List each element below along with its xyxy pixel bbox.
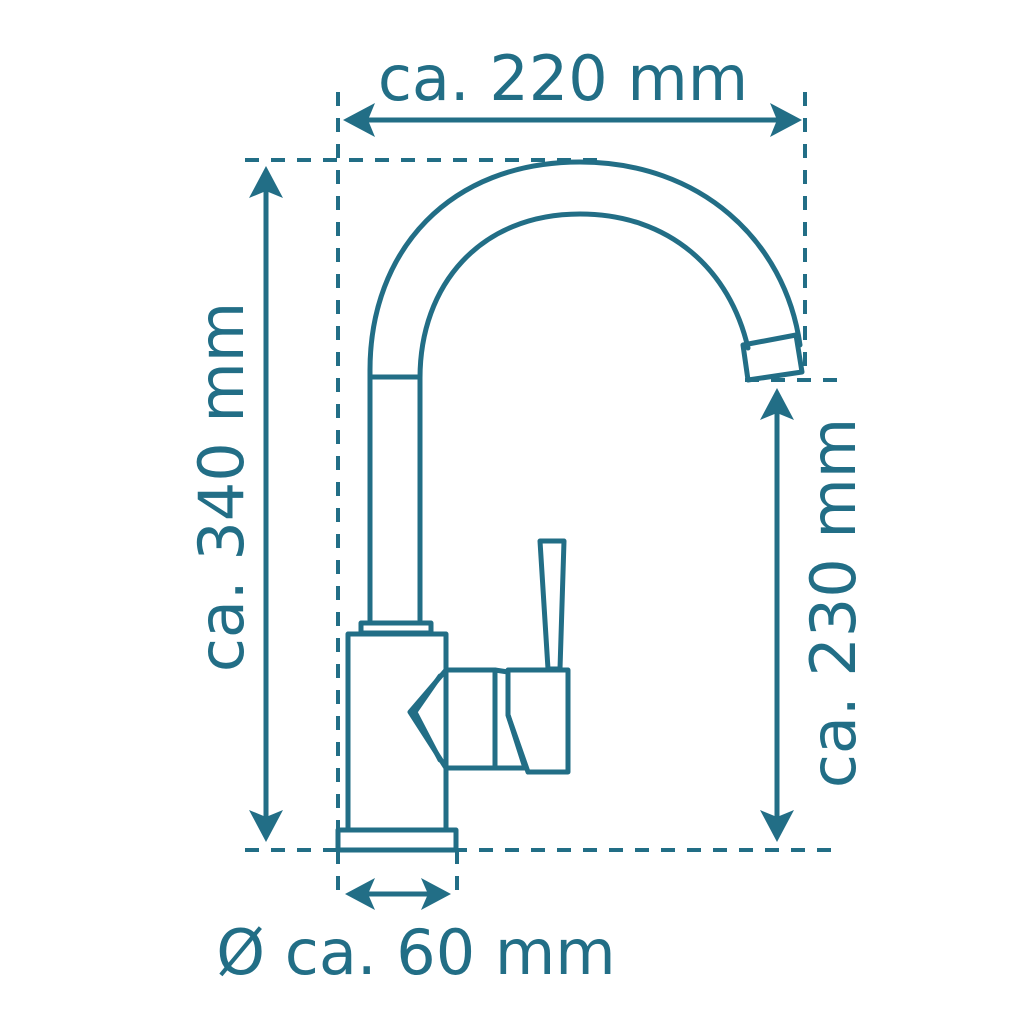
width-dimension: ca. 220 mm — [343, 42, 802, 137]
arrowhead-down — [760, 810, 794, 842]
total-height-label: ca. 340 mm — [185, 302, 258, 672]
spout-height-label: ca. 230 mm — [797, 418, 870, 788]
lever-handle — [537, 538, 567, 672]
arrowhead-left — [343, 103, 375, 137]
spout-height-dimension: ca. 230 mm — [760, 388, 870, 842]
spout-aerator — [740, 332, 805, 383]
faucet-base — [335, 827, 459, 853]
cartridge-bevel — [412, 673, 443, 763]
spout-outer-curve — [367, 159, 803, 623]
extension-lines — [245, 92, 840, 900]
base-diameter-dimension: Ø ca. 60 mm — [216, 878, 616, 989]
faucet-body — [345, 631, 449, 833]
lever-base — [505, 667, 571, 775]
arrowhead-up — [760, 388, 794, 420]
total-height-dimension: ca. 340 mm — [185, 166, 283, 842]
arrowhead-up — [249, 166, 283, 198]
arrowhead-left — [345, 878, 375, 910]
base-diameter-label: Ø ca. 60 mm — [216, 916, 615, 989]
cartridge-housing — [407, 667, 498, 771]
arrowhead-right — [421, 878, 451, 910]
arrowhead-right — [770, 103, 802, 137]
spout-inner-curve — [417, 211, 751, 623]
arrowhead-down — [249, 810, 283, 842]
width-label: ca. 220 mm — [378, 42, 748, 115]
faucet-outline — [335, 159, 805, 853]
